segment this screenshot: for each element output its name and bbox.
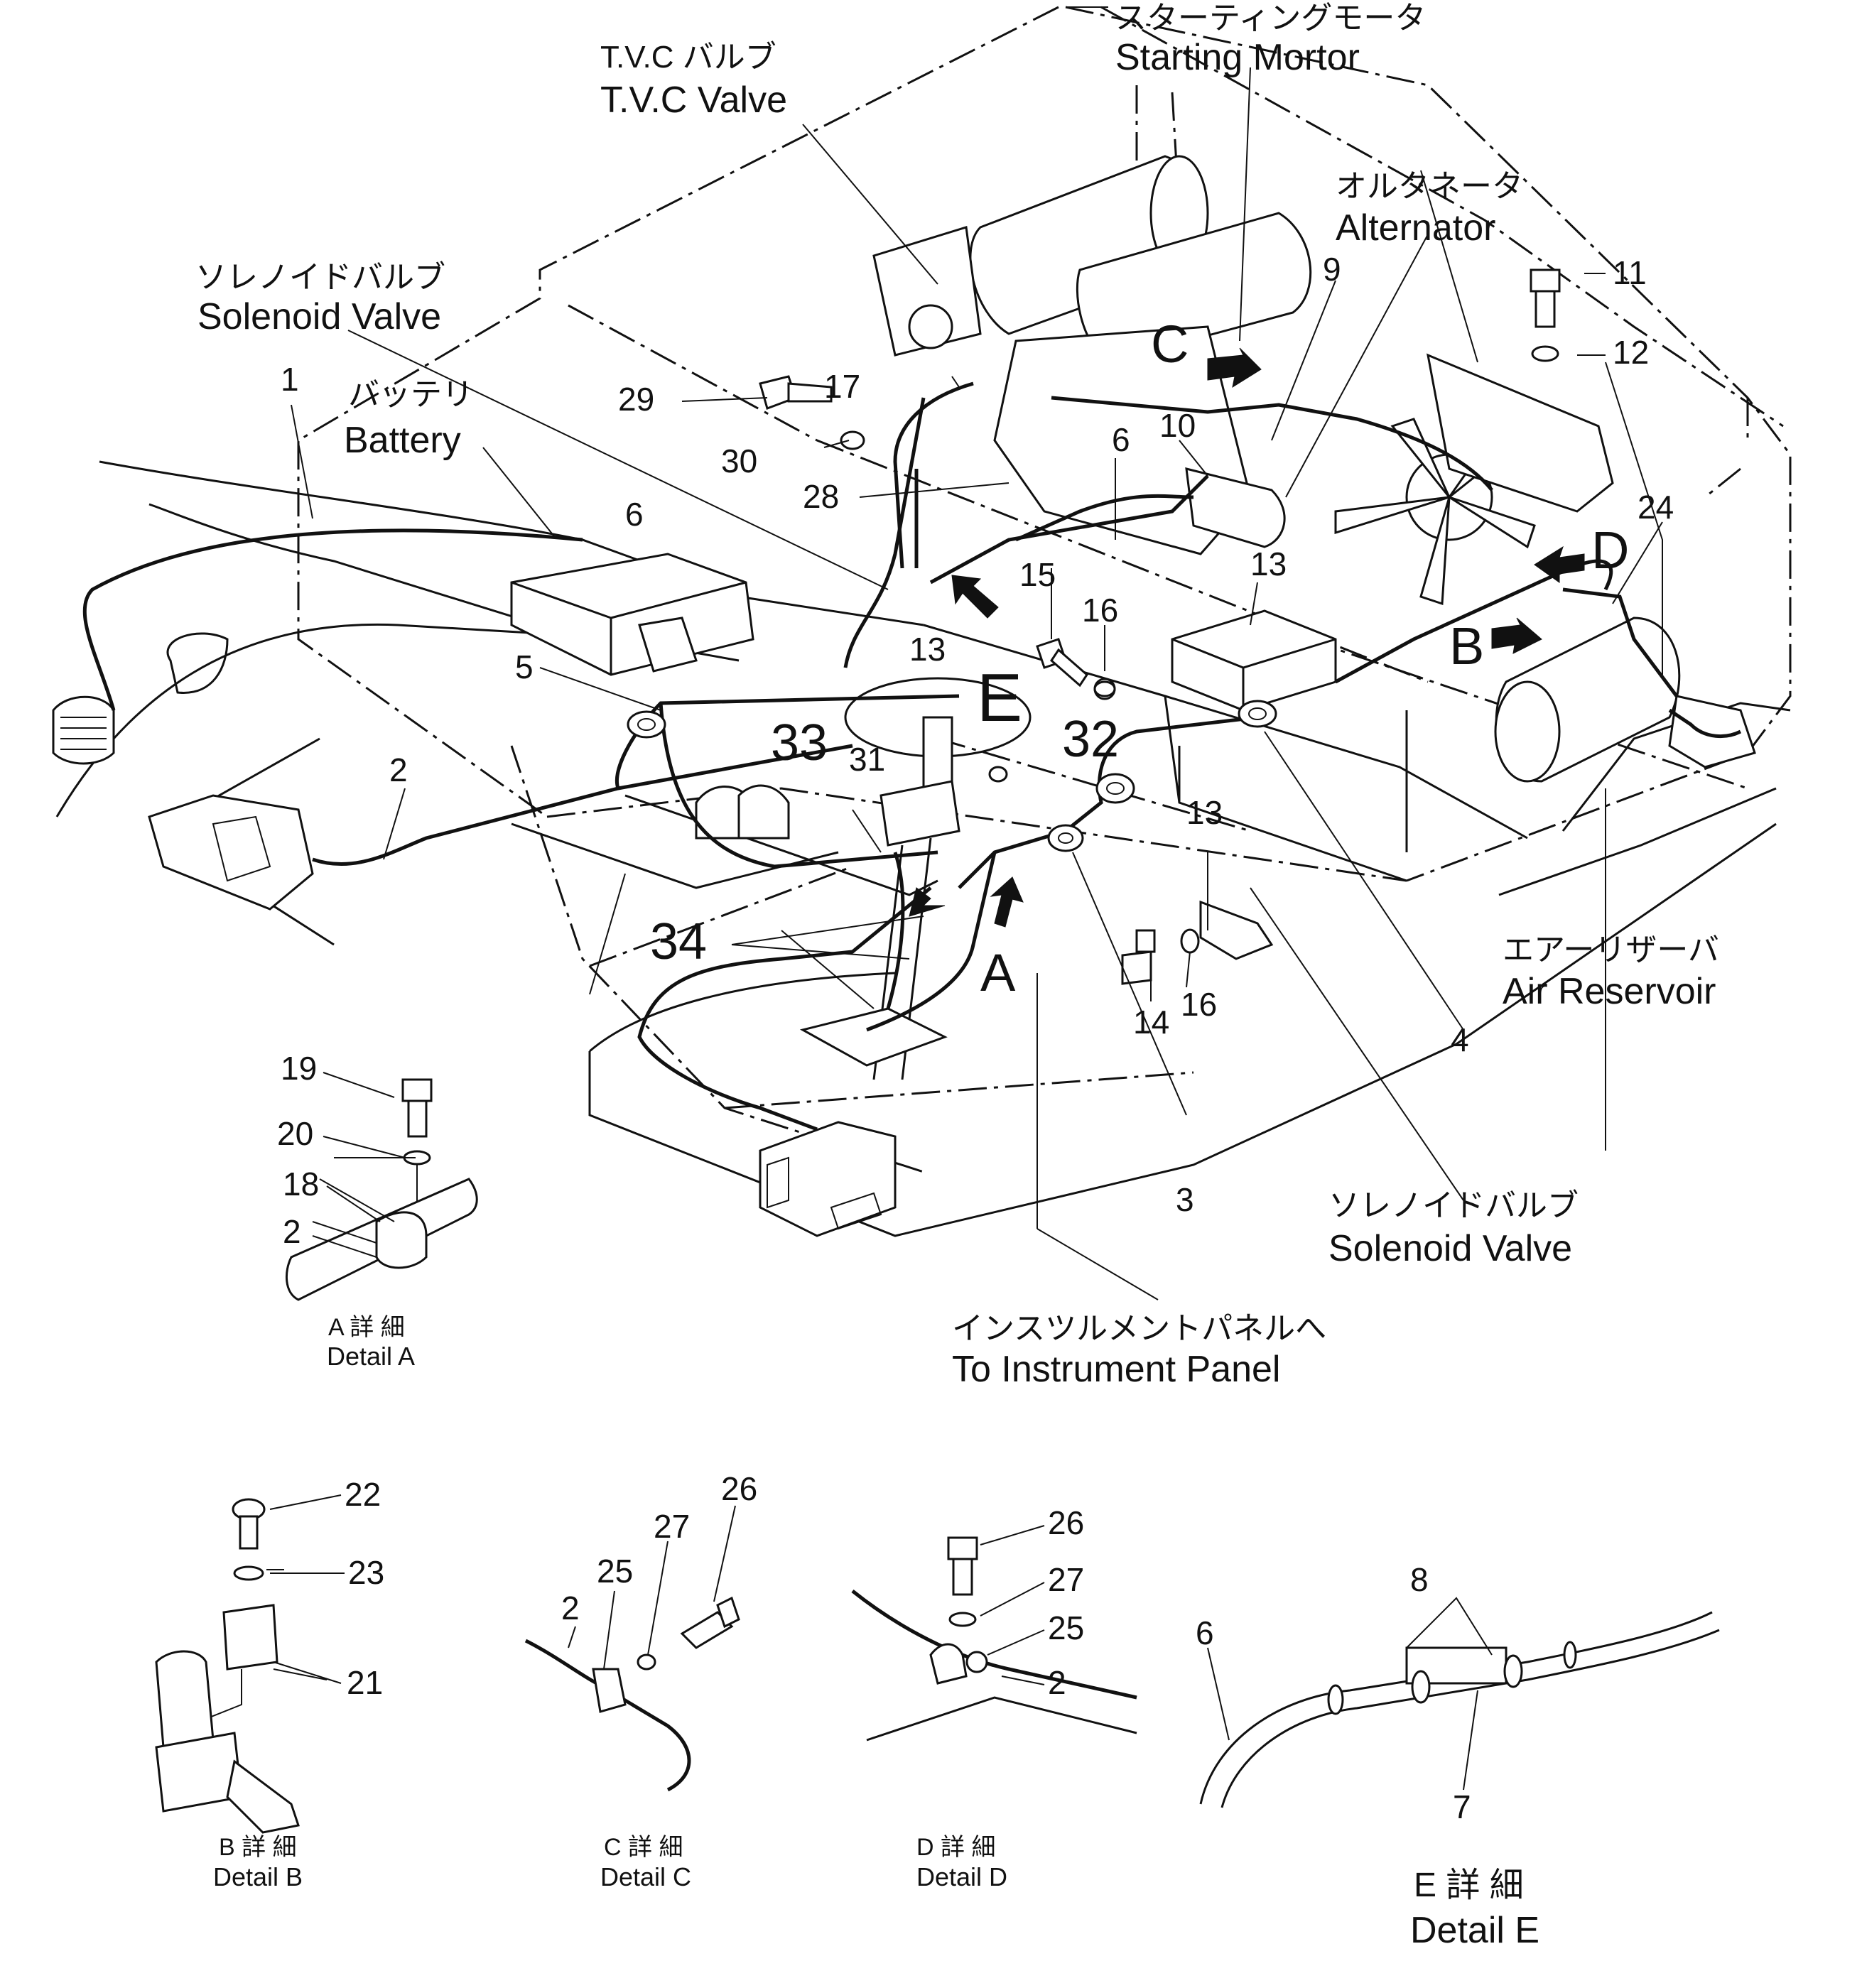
detail-a-part-2: 2 (283, 1213, 301, 1250)
detail-a-part-20: 20 (277, 1115, 313, 1152)
view-letter-e: E (977, 660, 1022, 736)
detail-e-part-8: 8 (1410, 1561, 1429, 1598)
part-number-12: 12 (1613, 334, 1649, 371)
part-number-31: 31 (849, 741, 885, 778)
detail-b-part-23: 23 (348, 1554, 384, 1591)
steering-column (695, 677, 1032, 1080)
left-components (52, 632, 314, 911)
detail-e-part-6: 6 (1196, 1614, 1214, 1651)
detail-c-part-25: 25 (597, 1553, 633, 1590)
detail-d-drawing (851, 1536, 1137, 1742)
part-number-14: 14 (1133, 1004, 1169, 1041)
detail-e-caption-en: Detail E (1410, 1910, 1539, 1951)
detail-d-part-25: 25 (1048, 1609, 1084, 1646)
part-number-6a: 6 (625, 496, 644, 533)
part-number-13a: 13 (909, 631, 946, 668)
part-number-13b: 13 (1250, 545, 1287, 582)
detail-b-part-22: 22 (345, 1476, 381, 1513)
detail-b-drawing (155, 1498, 328, 1834)
battery-label-en: Battery (344, 420, 461, 461)
solenoid-valve-2-label-en: Solenoid Valve (1328, 1228, 1572, 1269)
part-number-1: 1 (281, 361, 299, 398)
view-letter-b: B (1449, 617, 1484, 675)
detail-c-caption-en: Detail C (600, 1862, 691, 1891)
leader-lines (291, 6, 1663, 1300)
detail-b-caption-jp: B 詳 細 (219, 1834, 297, 1861)
starting-motor-label-jp: スターティングモータ (1115, 1, 1426, 36)
detail-d-part-2: 2 (1048, 1664, 1066, 1701)
detail-a-drawing (285, 1078, 478, 1301)
part-number-33: 33 (771, 715, 828, 771)
engine-assembly (872, 155, 1614, 606)
part-number-5: 5 (515, 648, 534, 685)
part-number-10: 10 (1159, 407, 1196, 444)
detail-e-part-7: 7 (1453, 1788, 1471, 1825)
detail-d-part-26: 26 (1048, 1504, 1084, 1541)
part-number-32: 32 (1062, 711, 1119, 768)
detail-e-drawing (1199, 1597, 1720, 1808)
view-letter-d: D (1591, 521, 1629, 580)
alternator-label-en: Alternator (1336, 207, 1495, 249)
detail-e-caption-jp: E 詳 細 (1414, 1867, 1524, 1904)
part-number-24: 24 (1638, 489, 1674, 526)
part-number-16a: 16 (1082, 592, 1118, 629)
alternator-label-jp: オルタネータ (1336, 169, 1523, 204)
air-reservoir-label-jp: エアーリザーバ (1503, 933, 1719, 967)
part-number-11: 11 (1613, 254, 1647, 291)
detail-b-caption-en: Detail B (213, 1862, 303, 1891)
solenoid-valve-label-en: Solenoid Valve (197, 296, 441, 337)
detail-a-caption-en: Detail A (327, 1342, 415, 1371)
part-number-34: 34 (650, 913, 707, 970)
view-letter-c: C (1151, 315, 1189, 374)
part-number-4: 4 (1451, 1021, 1469, 1058)
detail-a-part-19: 19 (281, 1050, 317, 1087)
part-number-28: 28 (803, 478, 839, 515)
part-number-9: 9 (1323, 251, 1341, 288)
part-number-30: 30 (721, 442, 757, 479)
battery-unit (510, 553, 754, 676)
part-number-6b: 6 (1112, 421, 1130, 458)
detail-d-part-27: 27 (1048, 1561, 1084, 1598)
solenoid-valve-2-label-jp: ソレノイドバルブ (1328, 1188, 1579, 1223)
detail-c-part-27: 27 (654, 1508, 690, 1545)
detail-c-drawing (524, 1596, 740, 1792)
detail-d-caption-jp: D 詳 細 (916, 1834, 995, 1861)
part-number-16b: 16 (1181, 986, 1217, 1023)
part-number-15: 15 (1019, 556, 1056, 593)
detail-a-caption-jp: A 詳 細 (328, 1314, 405, 1341)
detail-c-part-26: 26 (721, 1470, 757, 1507)
main-fasteners (759, 268, 1561, 985)
detail-c-caption-jp: C 詳 細 (604, 1834, 683, 1861)
battery-label-jp: バッテリ (348, 377, 473, 412)
cab-body (55, 460, 1791, 1237)
air-reservoir-tank (1494, 617, 1756, 783)
view-letter-a: A (980, 943, 1016, 1002)
part-number-17: 17 (824, 368, 860, 405)
view-arrows (909, 347, 1585, 928)
part-number-2: 2 (389, 751, 408, 788)
part-number-3: 3 (1176, 1181, 1194, 1218)
tvc-valve-label-en: T.V.C Valve (600, 80, 787, 121)
detail-b-part-21: 21 (347, 1664, 383, 1701)
solenoid-valve-label-jp: ソレノイドバルブ (195, 260, 445, 295)
starting-motor-label-en: Starting Mortor (1115, 37, 1360, 78)
detail-c-part-2: 2 (561, 1590, 580, 1626)
instrument-panel-label-en: To Instrument Panel (952, 1349, 1280, 1390)
part-number-29: 29 (618, 381, 654, 418)
grommets (627, 678, 1277, 852)
air-reservoir-label-en: Air Reservoir (1503, 971, 1716, 1012)
tvc-valve-label-jp: T.V.C バルブ (600, 40, 776, 75)
instrument-panel-label-jp: インスツルメントパネルへ (952, 1311, 1326, 1346)
detail-a-part-18: 18 (283, 1166, 319, 1202)
part-number-13c: 13 (1186, 794, 1223, 831)
detail-d-caption-en: Detail D (916, 1862, 1007, 1891)
detail-leader-lines (269, 1072, 1045, 1685)
bottom-control-box (759, 1121, 897, 1237)
